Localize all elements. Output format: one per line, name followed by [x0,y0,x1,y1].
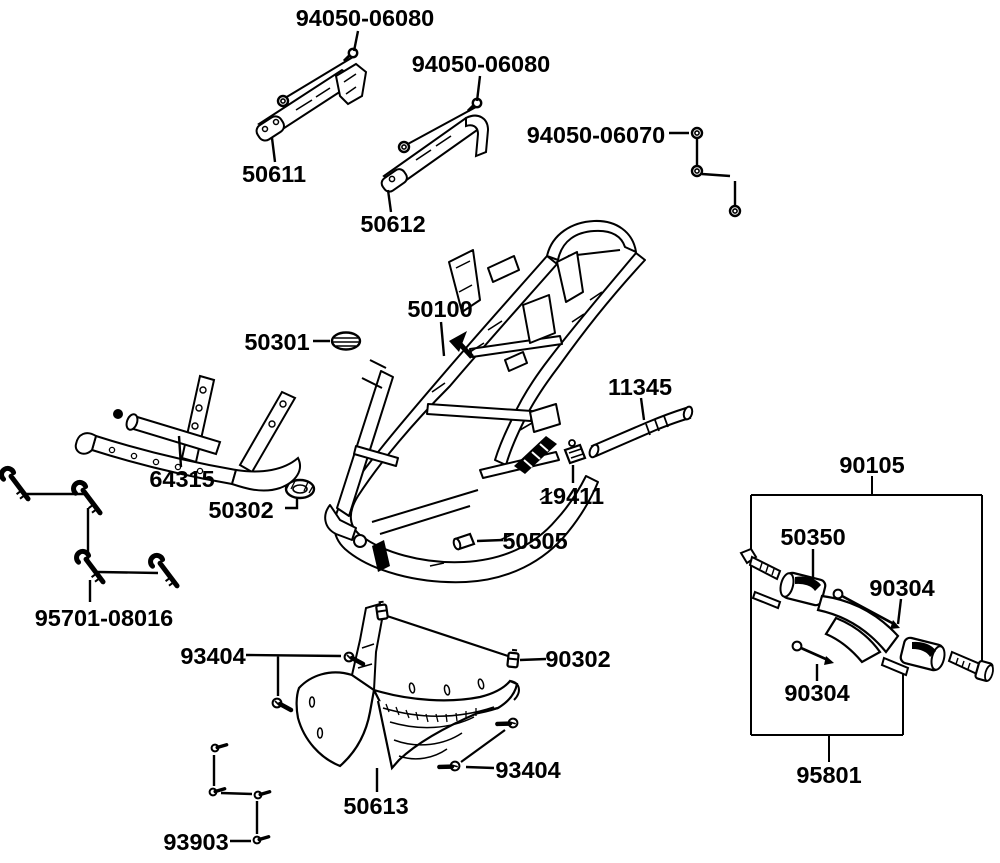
part-50612-stay [380,97,490,193]
part-label-94050-06070[interactable]: 94050-06070 [527,122,666,148]
part-label-19411[interactable]: 19411 [540,483,604,509]
part-label-50302[interactable]: 50302 [208,497,273,523]
part-label-90105[interactable]: 90105 [839,452,904,478]
part-label-50613[interactable]: 50613 [343,793,408,819]
part-19411-clamp [563,439,587,465]
part-label-50100[interactable]: 50100 [407,296,472,322]
part-label-93404-a[interactable]: 93404 [180,643,245,669]
part-50611-stay [255,47,368,142]
part-11345-tube [588,405,694,459]
clip-set-90302 [374,600,521,669]
fastener-nut-set [669,126,742,218]
part-label-50301[interactable]: 50301 [244,329,309,355]
part-label-50611[interactable]: 50611 [242,161,306,187]
part-label-90304-a[interactable]: 90304 [869,575,934,601]
part-label-94050-06080-a[interactable]: 94050-06080 [296,5,435,31]
leader-lines [177,30,903,843]
part-label-90302[interactable]: 90302 [545,646,610,672]
part-50302-grommet [284,478,316,500]
hanger-bolt-upper [739,547,782,581]
part-50301-cap [330,331,362,351]
part-label-11345[interactable]: 11345 [608,374,672,400]
hanger-pin-right [880,656,910,677]
part-label-90304-b[interactable]: 90304 [784,680,849,706]
part-label-93404-b[interactable]: 93404 [495,757,560,783]
part-label-93903[interactable]: 93903 [163,829,228,855]
hanger-pin-left [751,590,782,610]
part-label-64315[interactable]: 64315 [149,466,214,492]
part-50613-under-cover [295,602,520,771]
part-label-50350[interactable]: 50350 [780,524,845,550]
part-label-95701-08016[interactable]: 95701-08016 [35,605,174,631]
part-label-95801[interactable]: 95801 [796,762,861,788]
part-64315-bracket [74,374,301,492]
hanger-bolt-lower [947,650,994,682]
part-95801-hanger-link [779,571,946,672]
screw-set-93903 [206,736,272,848]
screw-set-90304 [791,588,900,665]
part-label-94050-06080-b[interactable]: 94050-06080 [412,51,551,77]
part-label-50505[interactable]: 50505 [502,528,567,554]
hook-bolt-set [0,468,181,602]
frame-body-comp [324,219,646,584]
screw-set-93404 [273,653,519,777]
part-50505-bolt [452,532,476,551]
assembly-90105 [739,476,994,762]
part-labels: 94050-06080 94050-06080 94050-06070 5061… [35,5,935,855]
part-label-50612[interactable]: 50612 [360,211,425,237]
